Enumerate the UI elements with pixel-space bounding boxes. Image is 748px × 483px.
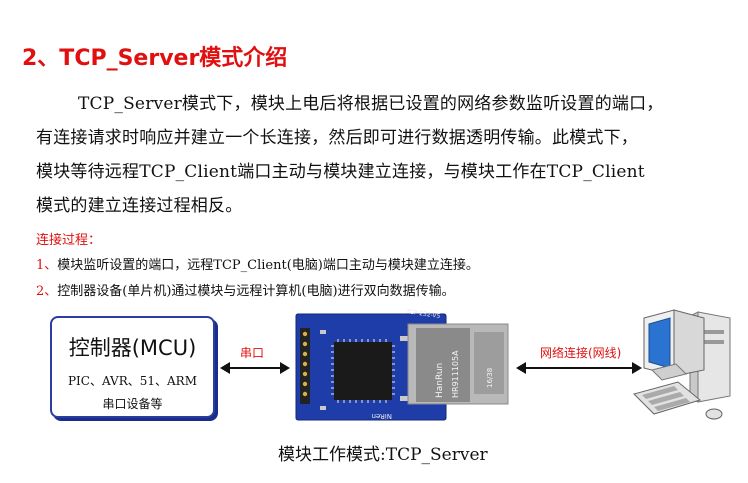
mcu-title: 控制器(MCU) [68, 336, 197, 360]
process-title: 连接过程： [36, 233, 102, 248]
paragraph-line-3: 模块等待远程TCP_Client端口主动与模块建立连接，与模块工作在TCP_Cl… [36, 162, 645, 182]
header-pins [300, 328, 310, 404]
process-step-1: 1、模块监听设置的端口，远程TCP_Client(电脑)端口主动与模块建立连接。 [36, 254, 479, 273]
section-heading: 2、TCP_Server模式介绍 [22, 46, 288, 71]
mcu-devices: 串口设备等 [102, 397, 163, 411]
rj45-connector: HanRun HR911105A 16/38 [407, 323, 509, 405]
step-text: 模块监听设置的端口，远程TCP_Client(电脑)端口主动与模块建立连接。 [57, 258, 479, 273]
paragraph-line-4: 模式的建立连接过程相反。 [36, 196, 243, 216]
microcontroller-chip [331, 339, 395, 403]
tcp-module-board-image: TCP-232-V5 NiRen HanRun HR911105A 16/38 [295, 308, 509, 421]
step-text: 控制器设备(单片机)通过模块与远程计算机(电脑)进行双向数据传输。 [57, 284, 455, 299]
process-step-2: 2、控制器设备(单片机)通过模块与远程计算机(电脑)进行双向数据传输。 [36, 280, 455, 299]
mcu-box: 控制器(MCU) PIC、AVR、51、ARM 串口设备等 [50, 316, 215, 418]
network-double-arrow [516, 362, 642, 374]
rj45-brand: HanRun [435, 363, 445, 398]
board-model-text: TCP-232-V5 [405, 308, 441, 320]
paragraph-line-1: TCP_Server模式下，模块上电后将根据已设置的网络参数监听设置的端口， [78, 94, 664, 114]
step-number: 1、 [36, 258, 58, 273]
serial-double-arrow [220, 362, 290, 374]
mcu-chip-list: PIC、AVR、51、ARM [67, 374, 198, 388]
rj45-code: 16/38 [486, 368, 494, 388]
step-number: 2、 [36, 284, 58, 299]
rj45-model: HR911105A [451, 350, 460, 398]
board-brand-text: NiRen [372, 412, 392, 420]
paragraph-line-2: 有连接请求时响应并建立一个长连接，然后即可进行数据透明传输。此模式下， [36, 128, 638, 148]
serial-label: 串口 [240, 346, 265, 360]
network-label: 网络连接(网线) [540, 346, 622, 360]
computer-icon [633, 309, 731, 420]
diagram-caption: 模块工作模式:TCP_Server [278, 445, 488, 465]
